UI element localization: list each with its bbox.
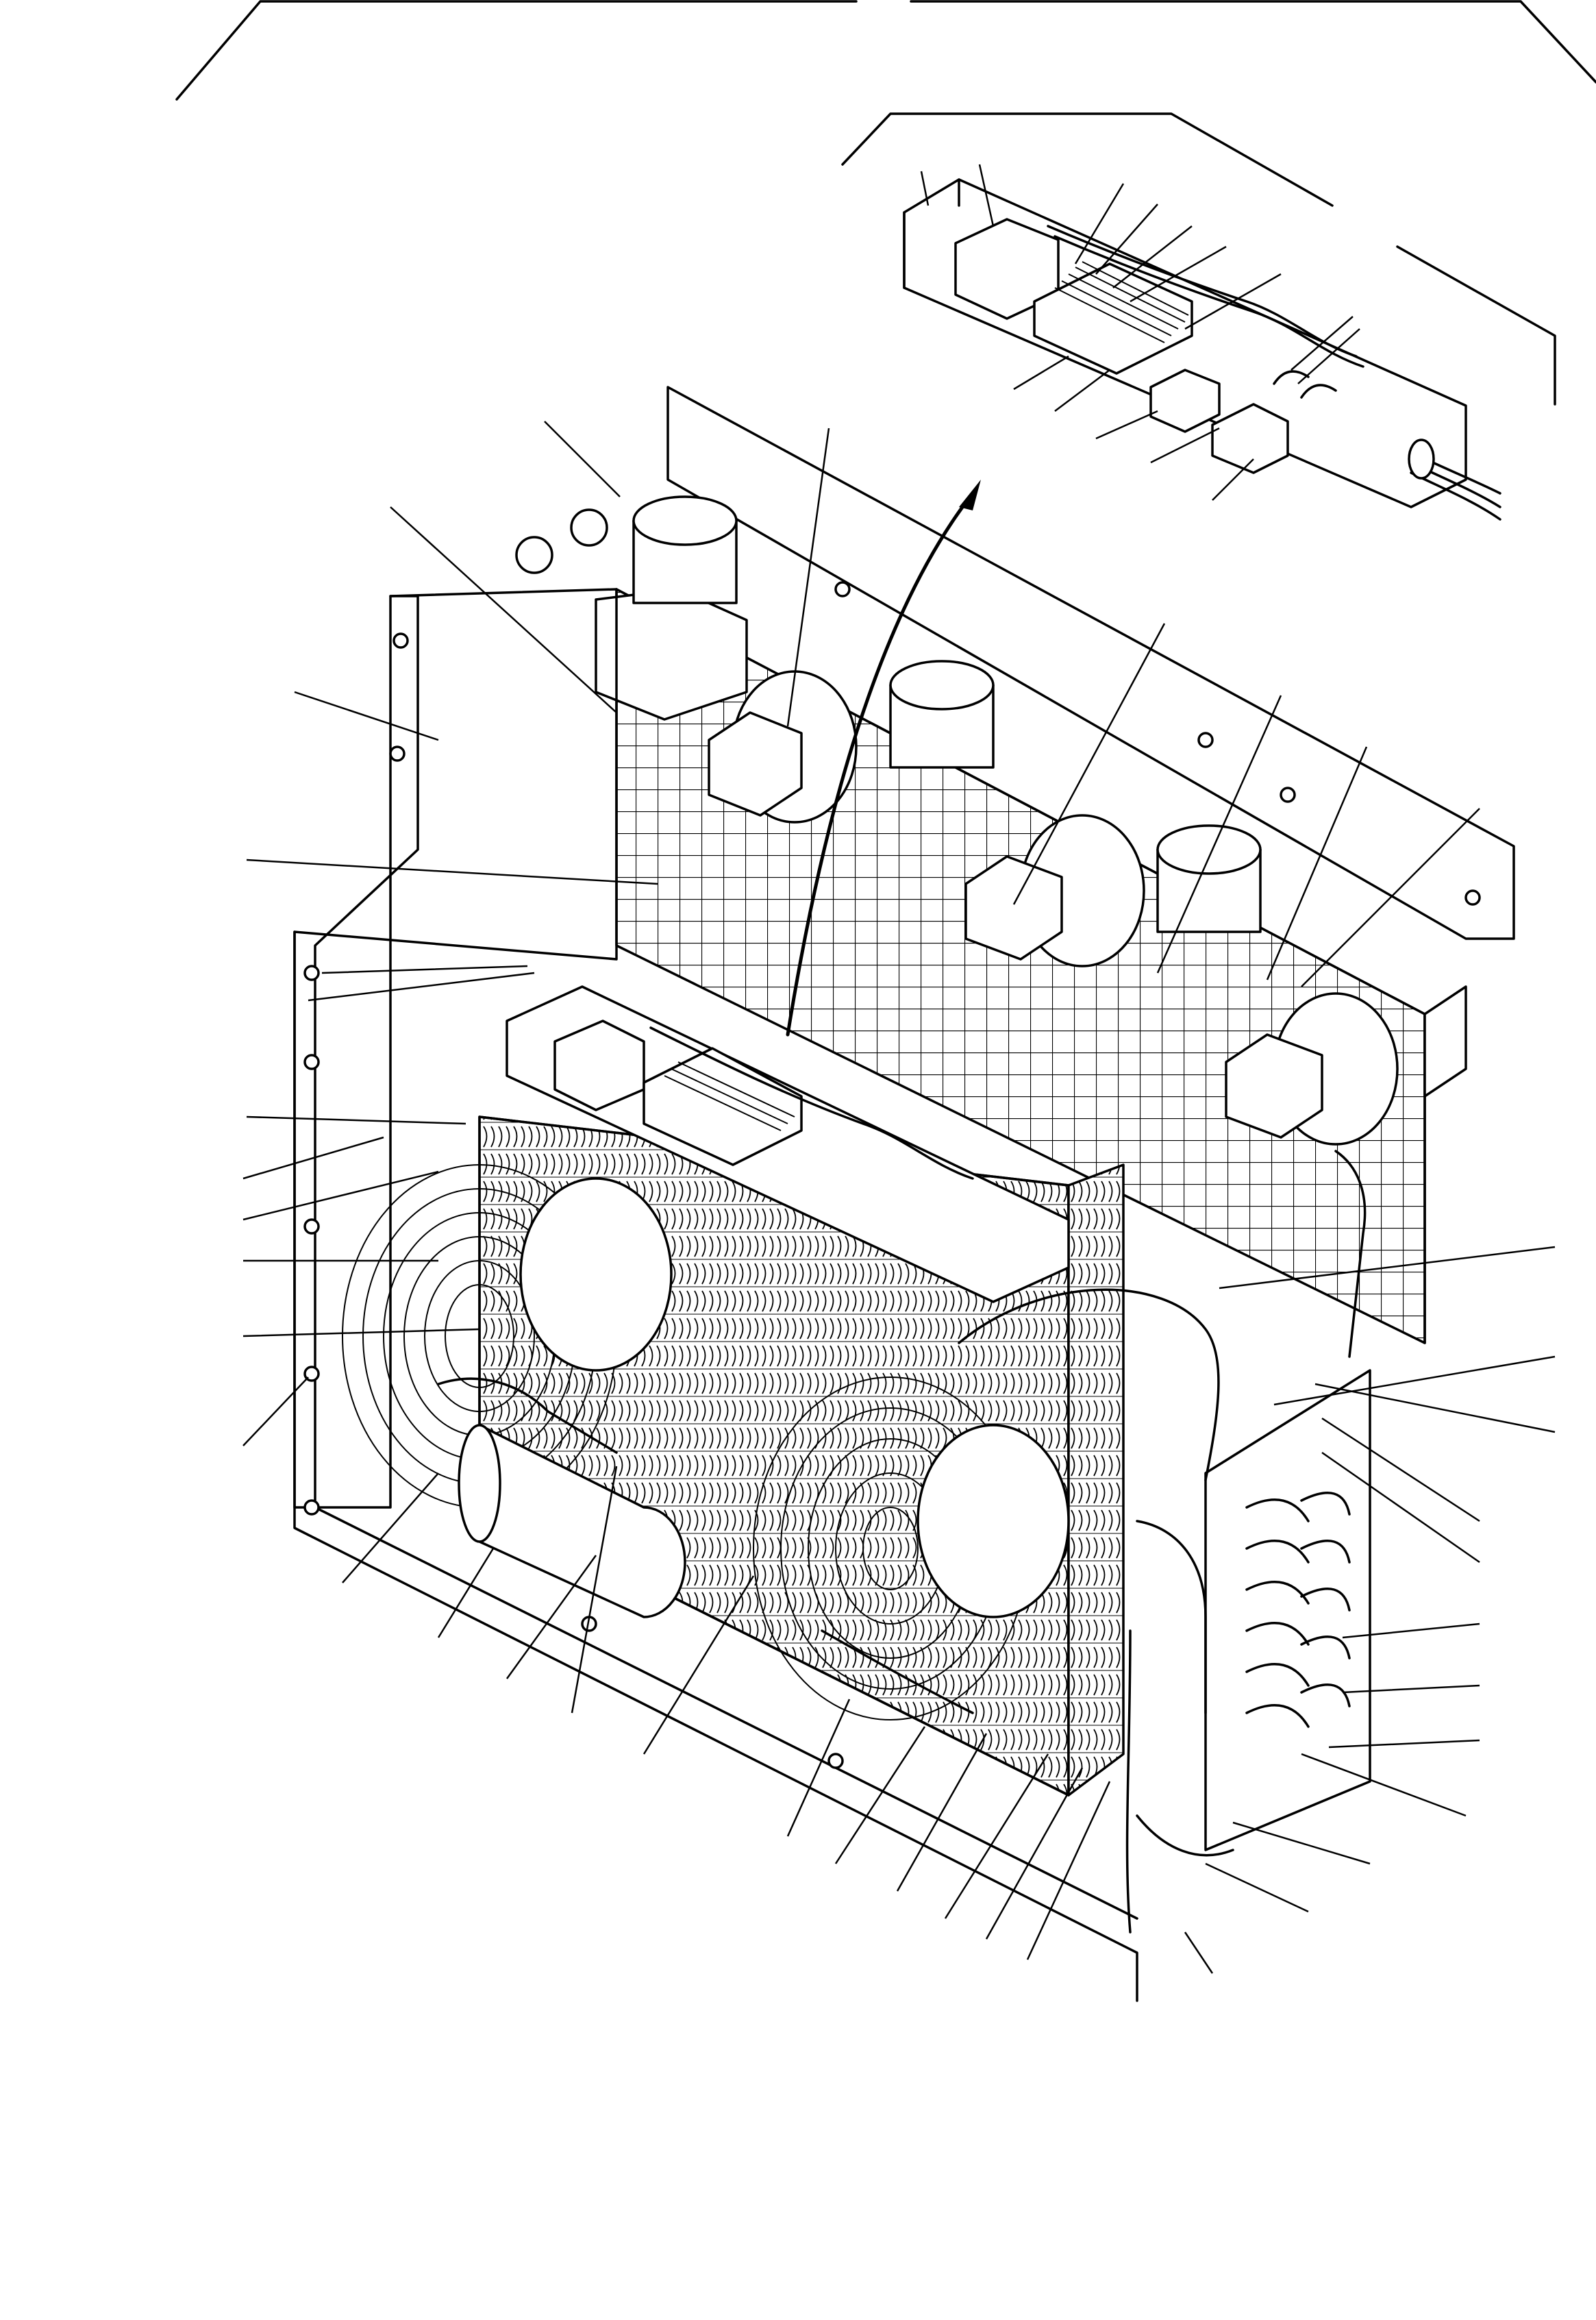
terminal-board-mounted: [507, 987, 1069, 1302]
mounting-holes: [305, 510, 1480, 1768]
blower-motors: [596, 497, 1397, 1144]
relay-block-3: [1212, 404, 1288, 473]
refrigerant-lines: [438, 1151, 1365, 1932]
receiver-drier: [459, 1425, 685, 1617]
detail-leaders: [921, 164, 1360, 500]
view-frame-lines: [177, 1, 1596, 404]
blower-motor-2: [890, 661, 1144, 966]
coil-return-bends: [1206, 1370, 1370, 1850]
fan-guards: [342, 1165, 1069, 1720]
terminal-board-detail: [904, 180, 1500, 519]
cabinet-side-panel: [295, 589, 1137, 2001]
blower-motor-3: [1158, 826, 1397, 1144]
leader-lines: [243, 421, 1555, 1973]
terminal-strip: [1034, 264, 1192, 373]
relay-block-2: [1151, 370, 1219, 432]
fan-guard-right: [753, 1377, 1069, 1720]
detail-pointer-arrow: [788, 480, 981, 1035]
